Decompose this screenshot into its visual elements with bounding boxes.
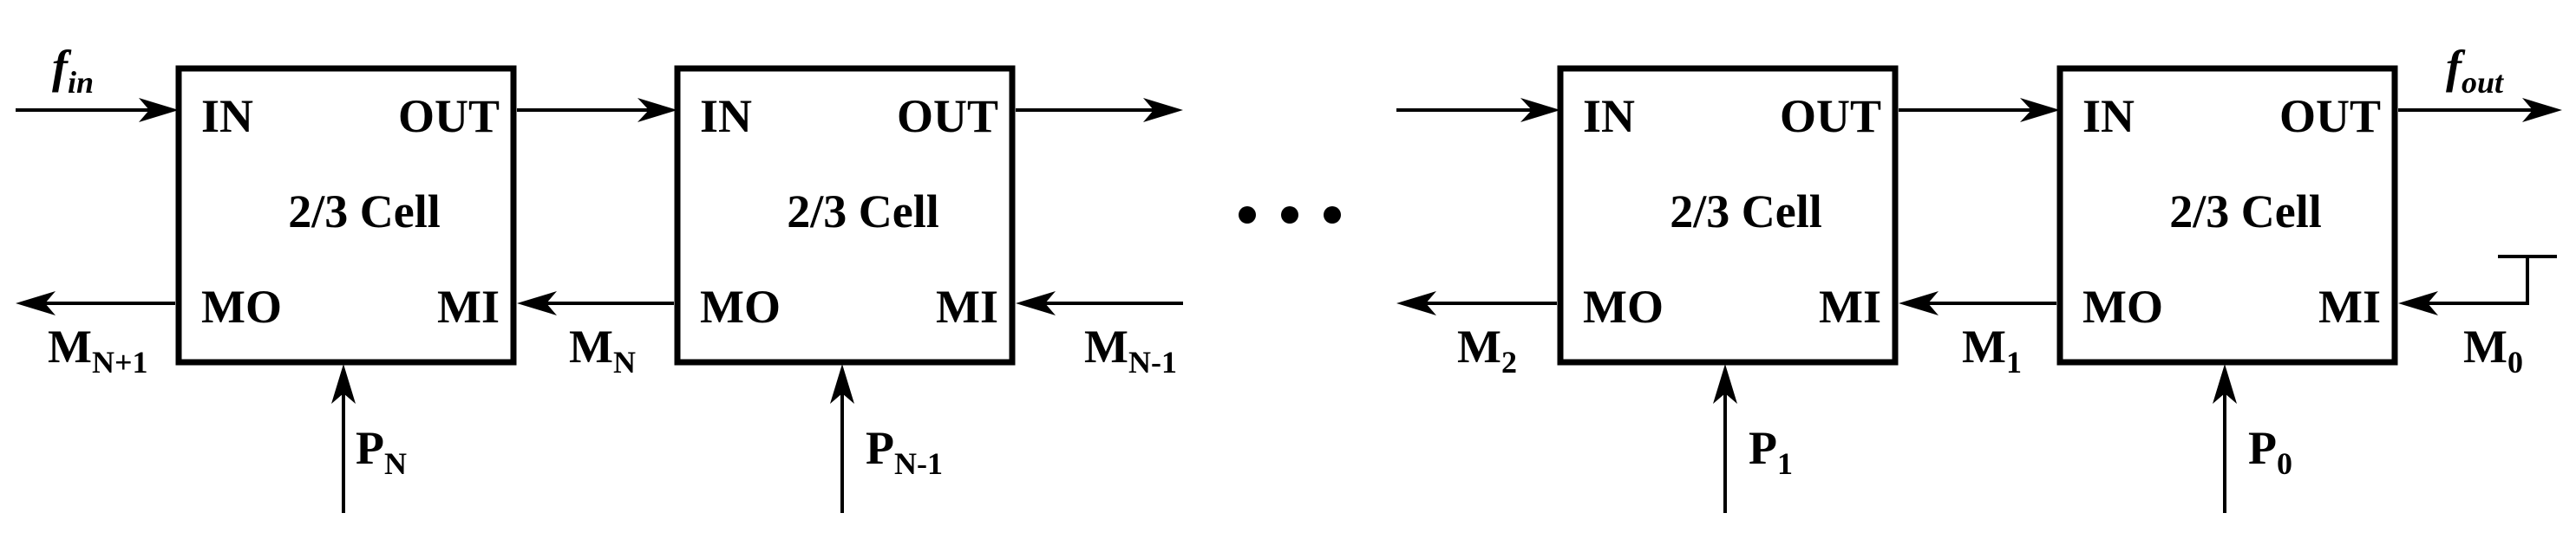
- program-wires: [331, 364, 2237, 513]
- cell2-in-label: IN: [700, 90, 752, 142]
- cell4-mi-label: MI: [2318, 281, 2381, 333]
- p-n-label: PN: [356, 422, 407, 481]
- m-n-label: MN: [569, 321, 636, 380]
- arrowhead-right: [2020, 98, 2060, 122]
- arrowhead-left: [16, 291, 56, 315]
- cell3-out-label: OUT: [1780, 90, 1881, 142]
- arrowhead-left: [1016, 291, 1056, 315]
- m-0-label: M0: [2463, 321, 2523, 380]
- cell2-mo-label: MO: [700, 281, 781, 333]
- arrowhead-up: [2213, 364, 2237, 404]
- m-n-plus-1-label: MN+1: [48, 321, 147, 380]
- cell4-title: 2/3 Cell: [2169, 185, 2321, 237]
- fin-label: fin: [52, 41, 94, 100]
- cell2-mi-label: MI: [936, 281, 998, 333]
- cell1-title: 2/3 Cell: [288, 185, 440, 237]
- arrowhead-up: [331, 364, 356, 404]
- cell1-mi-label: MI: [437, 281, 500, 333]
- arrowhead-left: [1396, 291, 1436, 315]
- m-n-minus-1-label: MN-1: [1084, 321, 1177, 380]
- modulus-wires: [16, 255, 2557, 315]
- cell2-title: 2/3 Cell: [787, 185, 938, 237]
- cell3-mi-label: MI: [1819, 281, 1881, 333]
- arrowhead-left: [517, 291, 557, 315]
- cell1-in-label: IN: [201, 90, 253, 142]
- cell3-in-label: IN: [1583, 90, 1635, 142]
- p-n-minus-1-label: PN-1: [866, 422, 943, 481]
- cell4-in-label: IN: [2082, 90, 2135, 142]
- arrowhead-right: [637, 98, 677, 122]
- clock-wires: [16, 98, 2562, 122]
- cell4-mo-label: MO: [2082, 281, 2163, 333]
- cell1-mo-label: MO: [201, 281, 282, 333]
- arrowhead-right: [1143, 98, 1183, 122]
- m-1-label: M1: [1962, 321, 2022, 380]
- arrowhead-right: [2522, 98, 2562, 122]
- arrowhead-up: [1713, 364, 1737, 404]
- cell4-out-label: OUT: [2279, 90, 2381, 142]
- ellipsis-dots: [1239, 206, 1341, 224]
- p-0-label: P0: [2248, 422, 2292, 481]
- cell3-mo-label: MO: [1583, 281, 1664, 333]
- fout-label: fout: [2446, 41, 2504, 100]
- cell-box-pn: [175, 65, 517, 366]
- arrowhead-left: [1899, 291, 1939, 315]
- p-1-label: P1: [1749, 422, 1793, 481]
- cell3-title: 2/3 Cell: [1670, 185, 1821, 237]
- arrowhead-right: [139, 98, 179, 122]
- cell1-out-label: OUT: [398, 90, 500, 142]
- m-2-label: M2: [1457, 321, 1517, 380]
- cell-box-pn-1: [674, 65, 1016, 366]
- cell2-out-label: OUT: [897, 90, 998, 142]
- arrowhead-right: [1520, 98, 1560, 122]
- arrowhead-up: [830, 364, 854, 404]
- cell-box-p0: [2056, 65, 2398, 366]
- cell-box-p1: [1557, 65, 1899, 366]
- arrowhead-left: [2398, 291, 2438, 315]
